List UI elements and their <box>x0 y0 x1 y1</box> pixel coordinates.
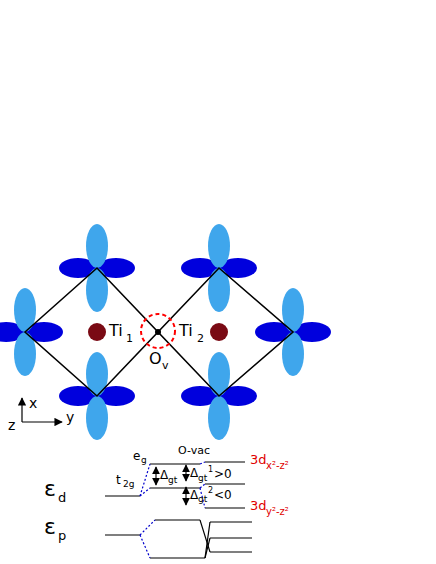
column-label: O-vac <box>178 445 210 456</box>
gap-sign: >0 <box>214 468 232 480</box>
level-label: t <box>116 474 121 486</box>
orbital-label: 3d <box>250 499 267 512</box>
ti-atom <box>210 323 228 341</box>
gap-subscript: gt <box>198 474 207 483</box>
axis-label: y <box>66 410 74 424</box>
energy-subscript: d <box>58 491 66 504</box>
vacancy-site <box>155 329 161 335</box>
level-subscript: g <box>141 456 147 465</box>
energy-subscript: p <box>58 529 66 542</box>
energy-symbol: ε <box>44 478 56 500</box>
axes <box>22 398 62 422</box>
vacancy-subscript: v <box>162 360 169 371</box>
gap-subscript: gt <box>198 495 207 504</box>
gap-superscript: 1 <box>208 466 213 474</box>
axis-label: x <box>29 396 37 410</box>
energy-levels <box>105 462 252 558</box>
orbital-lobes <box>0 224 331 440</box>
gap-subscript: gt <box>168 476 177 485</box>
level-subscript: 2g <box>123 480 134 489</box>
orbital-label: 3d <box>250 453 267 466</box>
axis-label: z <box>8 418 15 432</box>
atom-subscript: 2 <box>197 333 204 344</box>
gap-label: Δ <box>190 467 198 479</box>
gap-arrows <box>156 465 186 505</box>
energy-symbol: ε <box>44 516 56 538</box>
vacancy-ring <box>141 314 175 348</box>
gap-label: Δ <box>190 489 198 501</box>
atom-subscript: 1 <box>126 333 133 344</box>
level-label: e <box>133 450 140 462</box>
atom-label: Ti <box>109 323 123 339</box>
orbital-subscript: y²-z² <box>266 507 289 517</box>
vacancy-label: O <box>149 351 162 367</box>
orbital-subscript: x²-z² <box>266 461 289 471</box>
bond-lines <box>25 268 293 396</box>
gap-superscript: 2 <box>208 487 213 495</box>
ti-atom <box>88 323 106 341</box>
gap-sign: <0 <box>214 489 232 501</box>
correlation-lines <box>140 462 205 558</box>
atom-label: Ti <box>179 323 193 339</box>
gap-label: Δ <box>160 469 168 481</box>
